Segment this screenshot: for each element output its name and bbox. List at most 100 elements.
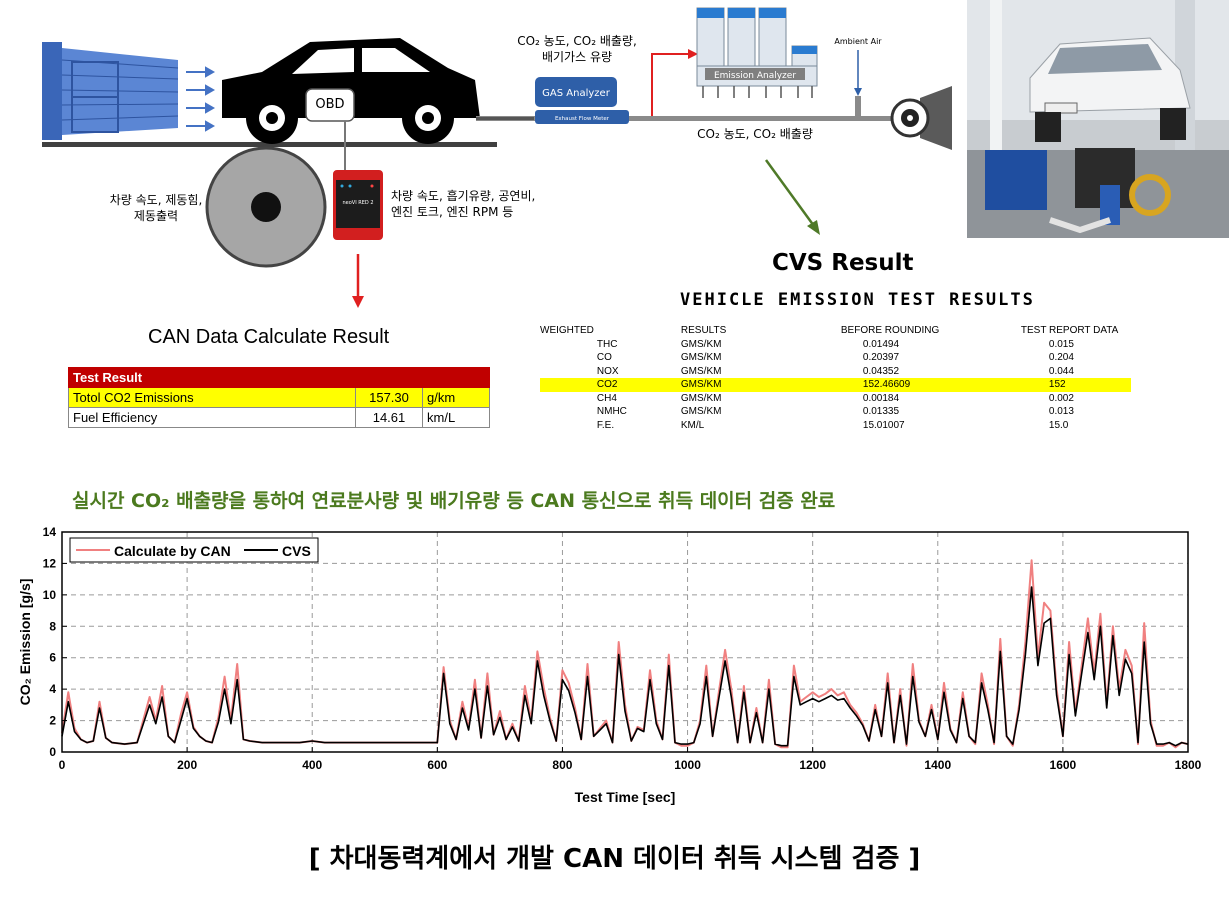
- can-table-header: Test Result: [68, 367, 490, 388]
- cvs-result-title: CVS Result: [772, 250, 914, 276]
- cvs-header-report: TEST REPORT DATA: [1020, 325, 1119, 336]
- cvs-blower-icon: [890, 86, 952, 150]
- can-row-label: Totol CO2 Emissions: [68, 387, 356, 408]
- plot-frame: [61, 531, 1189, 753]
- emission-analyzer-label: Emission Analyzer: [714, 71, 796, 81]
- red-down-arrow-icon: [352, 254, 364, 308]
- cvs-result-subtitle: VEHICLE EMISSION TEST RESULTS: [680, 290, 1035, 310]
- can-measurement-line-2: 엔진 토크, 엔진 RPM 등: [391, 205, 514, 219]
- gas-measurement-line-2: 배기가스 유량: [541, 50, 613, 64]
- legend-label-cvs: CVS: [282, 543, 311, 559]
- cvs-row-report: 0.044: [1048, 365, 1074, 377]
- cvs-row-report: 15.0: [1048, 419, 1069, 431]
- can-row-unit: km/L: [422, 407, 490, 428]
- footer-caption: [ 차대동력계에서 개발 CAN 데이터 취득 시스템 검증 ]: [308, 844, 921, 874]
- x-tick-label: 1000: [674, 758, 701, 772]
- cvs-row-name: CH4: [596, 392, 617, 404]
- sample-flow-arrow-icon: [651, 49, 698, 116]
- cvs-row-unit: GMS/KM: [680, 352, 722, 363]
- cvs-row-name: NMHC: [596, 406, 627, 417]
- obd-box: [305, 88, 355, 122]
- can-header-label: Test Result: [68, 367, 490, 388]
- x-axis-label: Test Time [sec]: [575, 789, 676, 805]
- verification-statement: 실시간 CO₂ 배출량을 통하여 연료분사량 및 배기유량 등 CAN 통신으로…: [72, 490, 836, 512]
- cvs-row-unit: GMS/KM: [680, 406, 722, 417]
- cvs-row-name: CO: [596, 352, 612, 363]
- y-tick-label: 4: [49, 682, 56, 696]
- y-tick-label: 2: [49, 714, 56, 728]
- cvs-row-before: 0.20397: [862, 352, 900, 363]
- dyno-roller-icon: [205, 146, 327, 268]
- can-measurement-line-1: 차량 속도, 흡기유량, 공연비,: [391, 189, 536, 203]
- cvs-header-before-rounding: BEFORE ROUNDING: [840, 325, 940, 336]
- device-brand-label: neoVI RED 2: [342, 200, 373, 206]
- cvs-row-before: 0.01494: [862, 338, 900, 350]
- cvs-row-before: 0.01335: [862, 406, 900, 417]
- cvs-row-before: 0.04352: [862, 365, 900, 377]
- legend-label-can: Calculate by CAN: [114, 543, 231, 559]
- cvs-row-unit: GMS/KM: [680, 365, 722, 377]
- test-setup-diagram: neoVI RED 2 GAS Analyzer Exhaust Flow Me…: [42, 0, 1229, 308]
- gas-measurement-label: CO₂ 농도, CO₂ 배출량, 배기가스 유량: [502, 33, 652, 65]
- x-tick-label: 400: [302, 758, 322, 772]
- can-measurement-label: 차량 속도, 흡기유량, 공연비, 엔진 토크, 엔진 RPM 등: [391, 188, 611, 220]
- x-tick-label: 600: [427, 758, 447, 772]
- x-tick-label: 1600: [1050, 758, 1077, 772]
- table-row-highlight: Totol CO2 Emissions 157.30 g/km: [68, 387, 490, 408]
- cvs-row-before: 15.01007: [862, 419, 905, 431]
- x-tick-label: 1800: [1175, 758, 1202, 772]
- airflow-arrows-icon: [186, 66, 216, 132]
- table-row: NMHC GMS/KM 0.01335 0.013: [540, 405, 1131, 419]
- ambient-air-arrow-icon: [854, 50, 862, 116]
- y-axis-label: CO₂ Emission [g/s]: [17, 579, 33, 706]
- cvs-row-unit: GMS/KM: [680, 392, 722, 404]
- y-tick-label: 6: [49, 651, 56, 665]
- cvs-header-weighted: WEIGHTED: [540, 325, 594, 336]
- cvs-table-header: WEIGHTED RESULTS BEFORE ROUNDING TEST RE…: [540, 324, 1131, 338]
- cvs-row-before: 0.00184: [862, 392, 900, 404]
- dyno-measurement-line-1: 차량 속도, 제동힘,: [109, 193, 203, 207]
- can-row-label: Fuel Efficiency: [68, 407, 356, 428]
- dyno-measurement-line-2: 제동출력: [133, 209, 179, 223]
- x-tick-label: 1400: [924, 758, 951, 772]
- green-result-arrow-icon: [764, 159, 820, 235]
- dyno-measurement-label: 차량 속도, 제동힘, 제동출력: [96, 192, 216, 224]
- can-row-unit: g/km: [422, 387, 490, 408]
- cvs-row-unit: KM/L: [680, 419, 705, 431]
- y-tick-label: 10: [43, 588, 57, 602]
- gas-analyzer-icon: [535, 77, 629, 124]
- emission-analyzer-icon: [696, 7, 818, 98]
- cvs-row-unit: GMS/KM: [680, 338, 722, 350]
- ambient-air-label: Ambient Air: [834, 37, 882, 46]
- obd-label: OBD: [315, 97, 345, 112]
- can-logger-device-icon: neoVI RED 2: [333, 170, 383, 240]
- can-row-value: 157.30: [355, 387, 423, 408]
- gas-analyzer-label: GAS Analyzer: [542, 88, 611, 99]
- table-row: Fuel Efficiency 14.61 km/L: [68, 407, 490, 428]
- table-row: THC GMS/KM 0.01494 0.015: [540, 338, 1131, 352]
- can-row-value: 14.61: [355, 407, 423, 428]
- table-row: F.E. KM/L 15.01007 15.0: [540, 419, 1131, 433]
- exhaust-flow-meter-label: Exhaust Flow Meter: [555, 116, 610, 122]
- cvs-row-report: 152: [1020, 378, 1131, 392]
- cvs-row-report: 0.013: [1048, 406, 1074, 417]
- cvs-row-name: THC: [596, 338, 618, 350]
- gas-measurement-line-1: CO₂ 농도, CO₂ 배출량,: [517, 34, 637, 48]
- x-tick-label: 200: [177, 758, 197, 772]
- cvs-row-report: 0.015: [1048, 338, 1074, 350]
- y-tick-label: 8: [49, 619, 56, 633]
- x-tick-label: 0: [59, 758, 66, 772]
- cvs-row-name: CO2: [593, 378, 681, 392]
- chart-series: [61, 559, 1189, 749]
- cvs-row-name: F.E.: [596, 419, 615, 431]
- cvs-row-before: 152.46609: [840, 378, 1021, 392]
- y-tick-label: 0: [49, 745, 56, 759]
- cvs-results-table: WEIGHTED RESULTS BEFORE ROUNDING TEST RE…: [540, 324, 1131, 432]
- y-tick-label: 14: [43, 525, 57, 539]
- cvs-header-results: RESULTS: [680, 325, 727, 336]
